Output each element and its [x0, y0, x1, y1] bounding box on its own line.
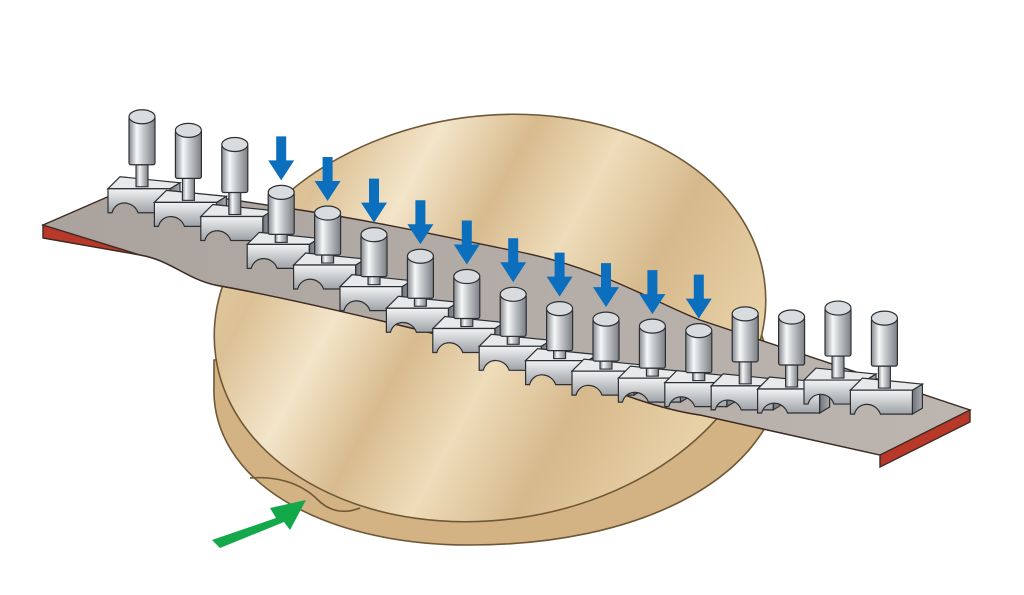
pin-stem: [506, 335, 520, 345]
down-arrow-icon: [685, 274, 712, 319]
pin-head-cap: [592, 311, 620, 327]
pin-stem: [738, 361, 752, 385]
pin-head-cap: [128, 109, 156, 125]
pin-stem: [831, 355, 845, 379]
pin-head-cap: [824, 300, 852, 316]
press-arrows: [268, 136, 712, 319]
pin-15: [756, 309, 832, 415]
down-arrow-icon: [639, 270, 666, 315]
pin-3: [199, 136, 275, 242]
pin-head-cap: [221, 136, 249, 153]
pin-head-cap: [731, 306, 759, 322]
pin-head-cap: [314, 205, 342, 221]
pin-6: [338, 227, 414, 312]
pin-7: [384, 248, 461, 334]
down-arrow-icon: [314, 157, 341, 202]
pin-stem: [367, 276, 381, 286]
pin-stem: [877, 365, 891, 389]
pin-head-cap: [453, 268, 481, 285]
down-arrow-icon: [361, 178, 387, 223]
pin-head-cap: [174, 122, 202, 138]
pin-1: [106, 109, 182, 214]
down-arrow-icon: [500, 238, 527, 283]
down-arrow-icon: [453, 220, 480, 265]
pin-stem: [645, 367, 659, 377]
pin-17: [848, 310, 925, 416]
pin-stem: [785, 364, 799, 388]
pin-stem: [321, 254, 335, 264]
feed-arrow: [212, 500, 306, 548]
pin-head-cap: [406, 248, 434, 264]
pin-stem: [599, 360, 613, 370]
pin-row: [106, 109, 925, 416]
pin-5: [292, 205, 368, 291]
pin-head-cap: [545, 301, 574, 317]
down-arrow-icon: [268, 136, 295, 181]
pin-stem: [228, 191, 242, 216]
pin-head-cap: [360, 227, 388, 243]
pin-stem: [553, 350, 567, 360]
pin-head-cap: [267, 184, 295, 200]
pin-head-cap: [638, 318, 667, 334]
pin-block-front: [849, 389, 913, 415]
down-arrow-icon: [407, 200, 434, 245]
disc-contact-dent: [249, 476, 361, 513]
pin-16: [802, 300, 878, 406]
down-arrow-icon: [546, 252, 573, 297]
diagonal-arrow-icon: [212, 500, 306, 548]
pin-head-cap: [499, 286, 527, 302]
pin-head-cap: [685, 323, 713, 339]
pin-head-cap: [870, 310, 899, 326]
pin-stem: [274, 233, 288, 243]
pin-stem: [413, 297, 427, 307]
down-arrow-icon: [593, 263, 619, 308]
pin-block-front: [200, 215, 264, 242]
pin-stem: [135, 164, 149, 188]
pin-stem: [460, 317, 474, 328]
pin-head-cap: [777, 309, 806, 325]
pin-stem: [181, 177, 195, 201]
pin-stem: [692, 372, 706, 382]
